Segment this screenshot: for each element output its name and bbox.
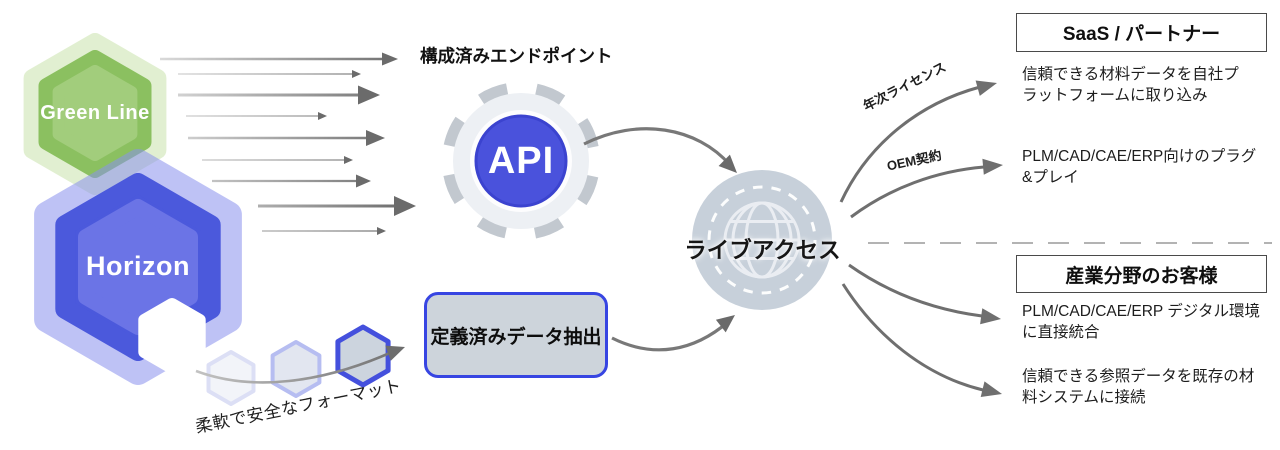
- benefit-saas-1: 信頼できる材料データを自社プ ラットフォームに取り込み: [1022, 66, 1239, 104]
- horizon-hexagon-label: Horizon: [86, 251, 190, 281]
- benefit-saas-2: PLM/CAD/CAE/ERP向けのプラグ &プレイ: [1022, 148, 1257, 186]
- api-gear-icon: [442, 82, 600, 240]
- data-extraction-box: 定義済みデータ抽出: [424, 292, 608, 378]
- hub-circle: [692, 170, 832, 310]
- api-badge-label: API: [487, 139, 555, 182]
- trail-arrow: [195, 345, 405, 384]
- benefit-industry-1: PLM/CAD/CAE/ERP デジタル環境 に直接統合: [1022, 303, 1260, 341]
- fan-arrows: [839, 80, 1003, 397]
- live-access-label: ライブアクセス: [684, 238, 841, 263]
- industry-title: 産業分野のお客様: [1065, 265, 1218, 287]
- data-extraction-label: 定義済みデータ抽出: [430, 326, 602, 348]
- saas-partner-title: SaaS / パートナー: [1062, 24, 1221, 45]
- horizon-hexagon: [34, 149, 242, 385]
- industry-category-box: 産業分野のお客様: [1016, 255, 1267, 293]
- white-notch-hexagon: [138, 298, 206, 374]
- saas-partner-category-box: SaaS / パートナー: [1016, 13, 1267, 52]
- input-arrows: [160, 52, 416, 235]
- hexagon-trail: [206, 324, 391, 406]
- extraction-to-hub-arrow: [611, 315, 735, 352]
- globe-icon: [723, 201, 801, 279]
- benefit-industry-2: 信頼できる参照データを既存の材 料システムに接続: [1022, 368, 1255, 406]
- endpoints-title: 構成済みエンドポイント: [420, 46, 613, 66]
- api-to-hub-arrow: [583, 127, 737, 173]
- green-line-hexagon-label: Green Line: [40, 102, 150, 124]
